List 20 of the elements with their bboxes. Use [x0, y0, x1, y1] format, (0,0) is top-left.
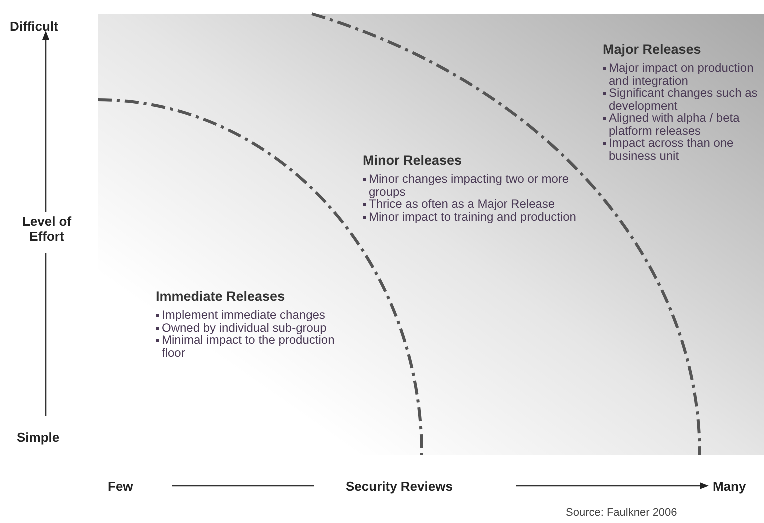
bullet-text: Impact across than one business unit: [609, 137, 735, 162]
bullet-text: Aligned with alpha / beta platform releases: [609, 112, 741, 138]
axis-label: Few: [108, 478, 134, 496]
region-heading: Immediate Releases: [156, 288, 286, 306]
bullet-text: Implement immediate changes: [162, 309, 326, 322]
bullet-text: Owned by individual sub-group: [162, 322, 327, 334]
axis-label: Level of Effort: [21, 214, 73, 244]
bullet-text: Thrice as often as a Major Release: [369, 198, 556, 211]
region-heading: Minor Releases: [363, 152, 464, 170]
bullet-text: Minimal impact to the production floor: [162, 334, 336, 360]
axis-label: Simple: [17, 429, 60, 447]
bullet-text: Minor changes impacting two or more groups: [369, 173, 570, 198]
region-heading: Major Releases: [603, 41, 702, 59]
axis-label: Many: [713, 478, 746, 496]
axis-label: Security Reviews: [346, 478, 453, 496]
bullet-text: Significant changes such as development: [609, 87, 759, 112]
bullet-text: Major impact on production and integration: [609, 62, 755, 88]
bullet-text: Minor impact to training and production: [369, 210, 576, 224]
source-note: Source: Faulkner 2006: [566, 506, 678, 521]
axis-label: Difficult: [10, 18, 58, 36]
